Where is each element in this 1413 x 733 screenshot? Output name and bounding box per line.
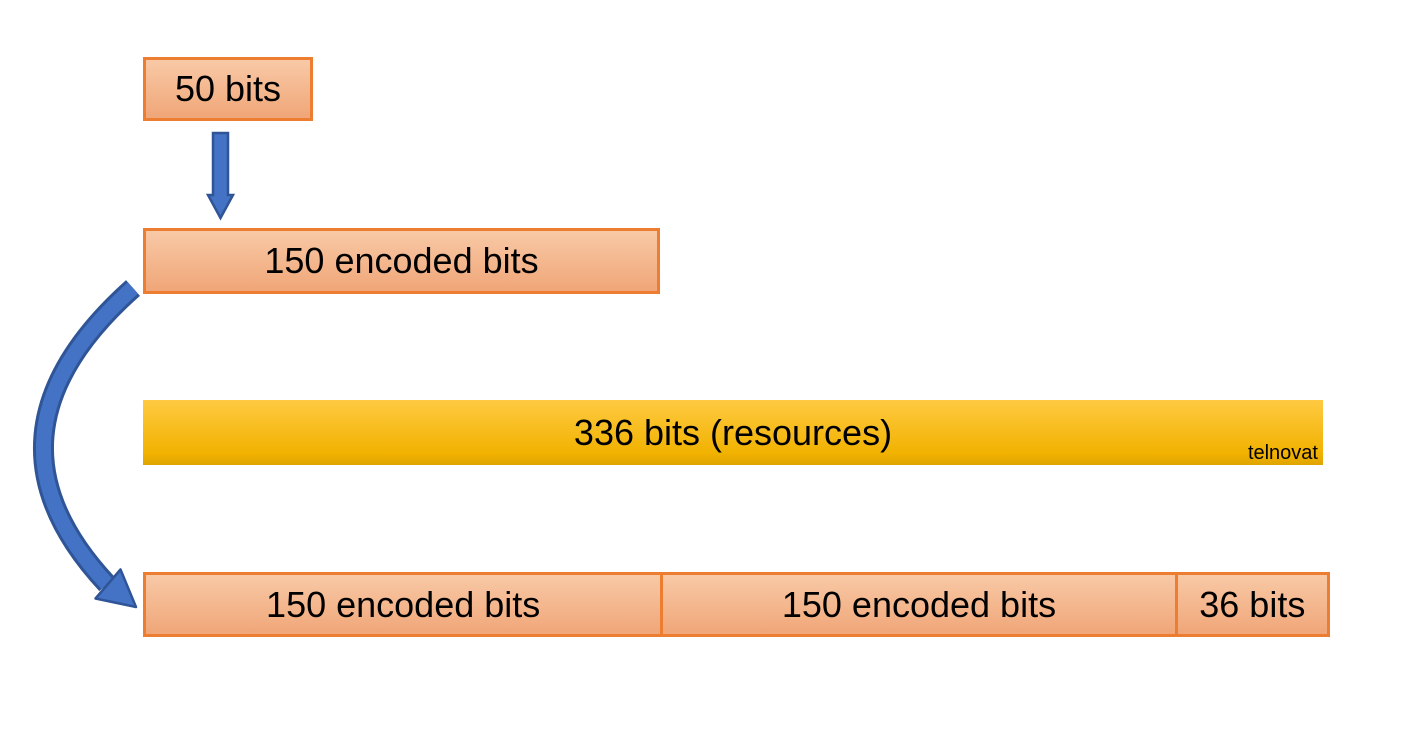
output-segment-1-label: 150 encoded bits — [266, 583, 541, 625]
output-segment-2-label: 150 encoded bits — [781, 583, 1057, 625]
output-row: 150 encoded bits 150 encoded bits 36 bit… — [143, 572, 1330, 637]
curved-arrow-icon — [32, 280, 140, 609]
down-arrow-icon — [205, 131, 236, 221]
output-segment-3: 36 bits — [1174, 575, 1327, 634]
output-segment-2: 150 encoded bits — [660, 575, 1174, 634]
encoded-bits-label: 150 encoded bits — [264, 240, 539, 281]
resources-bar-label: 336 bits (resources) — [573, 411, 893, 453]
output-segment-1: 150 encoded bits — [146, 575, 660, 634]
resources-bar: 336 bits (resources) telnovat — [143, 400, 1323, 465]
encoded-bits-box: 150 encoded bits — [143, 228, 660, 294]
watermark-label: telnovat — [1247, 442, 1318, 464]
source-bits-box: 50 bits — [143, 57, 313, 121]
source-bits-label: 50 bits — [174, 68, 282, 109]
output-segment-3-label: 36 bits — [1199, 583, 1306, 625]
